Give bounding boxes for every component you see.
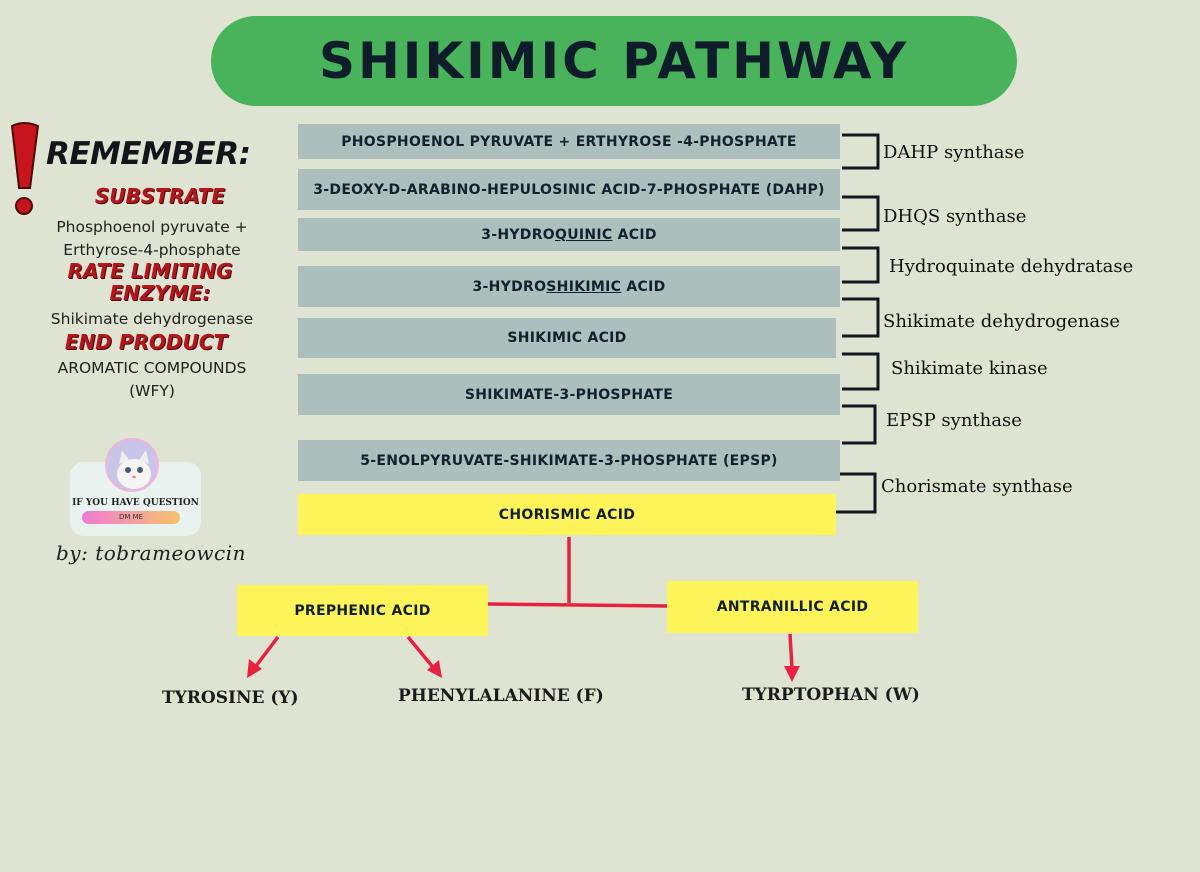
bracket-dahp-synthase xyxy=(842,133,880,170)
substrate-line-1: Phosphoenol pyruvate + xyxy=(56,218,248,236)
enzyme-shikimate-dehydrogenase: Shikimate dehydrogenase xyxy=(883,311,1121,332)
step-shikimic-acid: SHIKIMIC ACID xyxy=(298,318,836,358)
arrow-tyrosine-line xyxy=(254,635,280,668)
step-label-underlined: SHIKIMIC xyxy=(546,278,622,295)
exclamation-icon xyxy=(10,122,40,215)
enzyme-dhqs-synthase: DHQS synthase xyxy=(883,206,1027,227)
bracket-dhqs-synthase xyxy=(842,195,880,232)
branch-label: ANTRANILLIC ACID xyxy=(716,599,869,615)
enzyme-dahp-synthase: DAHP synthase xyxy=(883,142,1025,163)
page-title: SHIKIMIC PATHWAY xyxy=(318,32,910,90)
arrow-tryptophan-line xyxy=(788,633,794,669)
substrate-line-2: Erthyrose-4-phosphate xyxy=(63,241,241,259)
step-label-suffix: ACID xyxy=(621,278,666,295)
avatar xyxy=(105,438,159,492)
enzyme-epsp-synthase: EPSP synthase xyxy=(886,410,1022,431)
bracket-shikimate-dehydrogenase xyxy=(842,297,880,338)
title-banner: SHIKIMIC PATHWAY xyxy=(211,16,1017,106)
rate-limiting-label-1: RATE LIMITING xyxy=(67,259,233,283)
dm-me-button[interactable]: DM ME xyxy=(82,511,180,524)
rate-limiting-value: Shikimate dehydrogenase xyxy=(50,310,254,328)
bracket-epsp-synthase xyxy=(842,404,877,445)
arrow-tryptophan-head xyxy=(784,666,800,682)
end-product-line-1: AROMATIC COMPOUNDS xyxy=(57,359,247,377)
end-product-label: END PRODUCT xyxy=(64,330,228,354)
remember-heading: REMEMBER: xyxy=(46,136,251,172)
enzyme-shikimate-kinase: Shikimate kinase xyxy=(891,358,1048,379)
step-chorismic-acid: CHORISMIC ACID xyxy=(298,494,836,535)
step-label-prefix: 3-HYDRO xyxy=(472,278,547,295)
step-label: SHIKIMIC ACID xyxy=(507,330,627,346)
bracket-chorismate-synthase xyxy=(836,472,877,514)
enzyme-chorismate-synthase: Chorismate synthase xyxy=(881,476,1073,497)
branch-line xyxy=(487,602,668,608)
step-dahp: 3-DEOXY-D-ARABINO-HEPULOSINIC ACID-7-PHO… xyxy=(298,169,840,210)
cat-avatar-icon xyxy=(117,450,151,489)
step-pep-e4p: PHOSPHOENOL PYRUVATE + ERTHYROSE -4-PHOS… xyxy=(298,124,840,159)
step-label: 5-ENOLPYRUVATE-SHIKIMATE-3-PHOSPHATE (EP… xyxy=(360,452,778,469)
substrate-label: SUBSTRATE xyxy=(94,184,226,208)
end-product-line-2: (WFY) xyxy=(129,382,175,400)
step-label: 3-DEOXY-D-ARABINO-HEPULOSINIC ACID-7-PHO… xyxy=(313,181,825,198)
bracket-hydroquinate-dehydratase xyxy=(842,246,880,284)
rate-limiting-label-2: ENZYME: xyxy=(109,281,211,305)
step-label: SHIKIMATE-3-PHOSPHATE xyxy=(464,386,674,403)
arrow-tyrosine-head xyxy=(247,659,262,678)
author-signature: by: tobrameowcin xyxy=(56,541,247,565)
step-shikimate-3-phosphate: SHIKIMATE-3-PHOSPHATE xyxy=(298,374,840,415)
branch-prephenic-acid: PREPHENIC ACID xyxy=(237,585,488,636)
branch-antranillic-acid: ANTRANILLIC ACID xyxy=(667,581,918,633)
step-label: PHOSPHOENOL PYRUVATE + ERTHYROSE -4-PHOS… xyxy=(341,133,797,150)
bracket-shikimate-kinase xyxy=(842,352,880,391)
product-tyrosine: TYROSINE (Y) xyxy=(162,688,299,708)
step-label: CHORISMIC ACID xyxy=(498,506,636,523)
product-phenylalanine: PHENYLALANINE (F) xyxy=(398,686,604,706)
product-tryptophan: TYRPTOPHAN (W) xyxy=(742,685,920,705)
enzyme-hydroquinate-dehydratase: Hydroquinate dehydratase xyxy=(889,256,1134,277)
step-label-prefix: 3-HYDRO xyxy=(481,226,555,243)
question-text: IF YOU HAVE QUESTION xyxy=(72,498,199,508)
step-epsp: 5-ENOLPYRUVATE-SHIKIMATE-3-PHOSPHATE (EP… xyxy=(298,440,840,481)
branch-label: PREPHENIC ACID xyxy=(294,602,431,619)
arrow-phenylalanine-head xyxy=(427,660,442,678)
step-label-underlined: QUINIC xyxy=(555,226,613,243)
step-label-suffix: ACID xyxy=(612,226,657,243)
arrow-phenylalanine-line xyxy=(406,635,434,668)
